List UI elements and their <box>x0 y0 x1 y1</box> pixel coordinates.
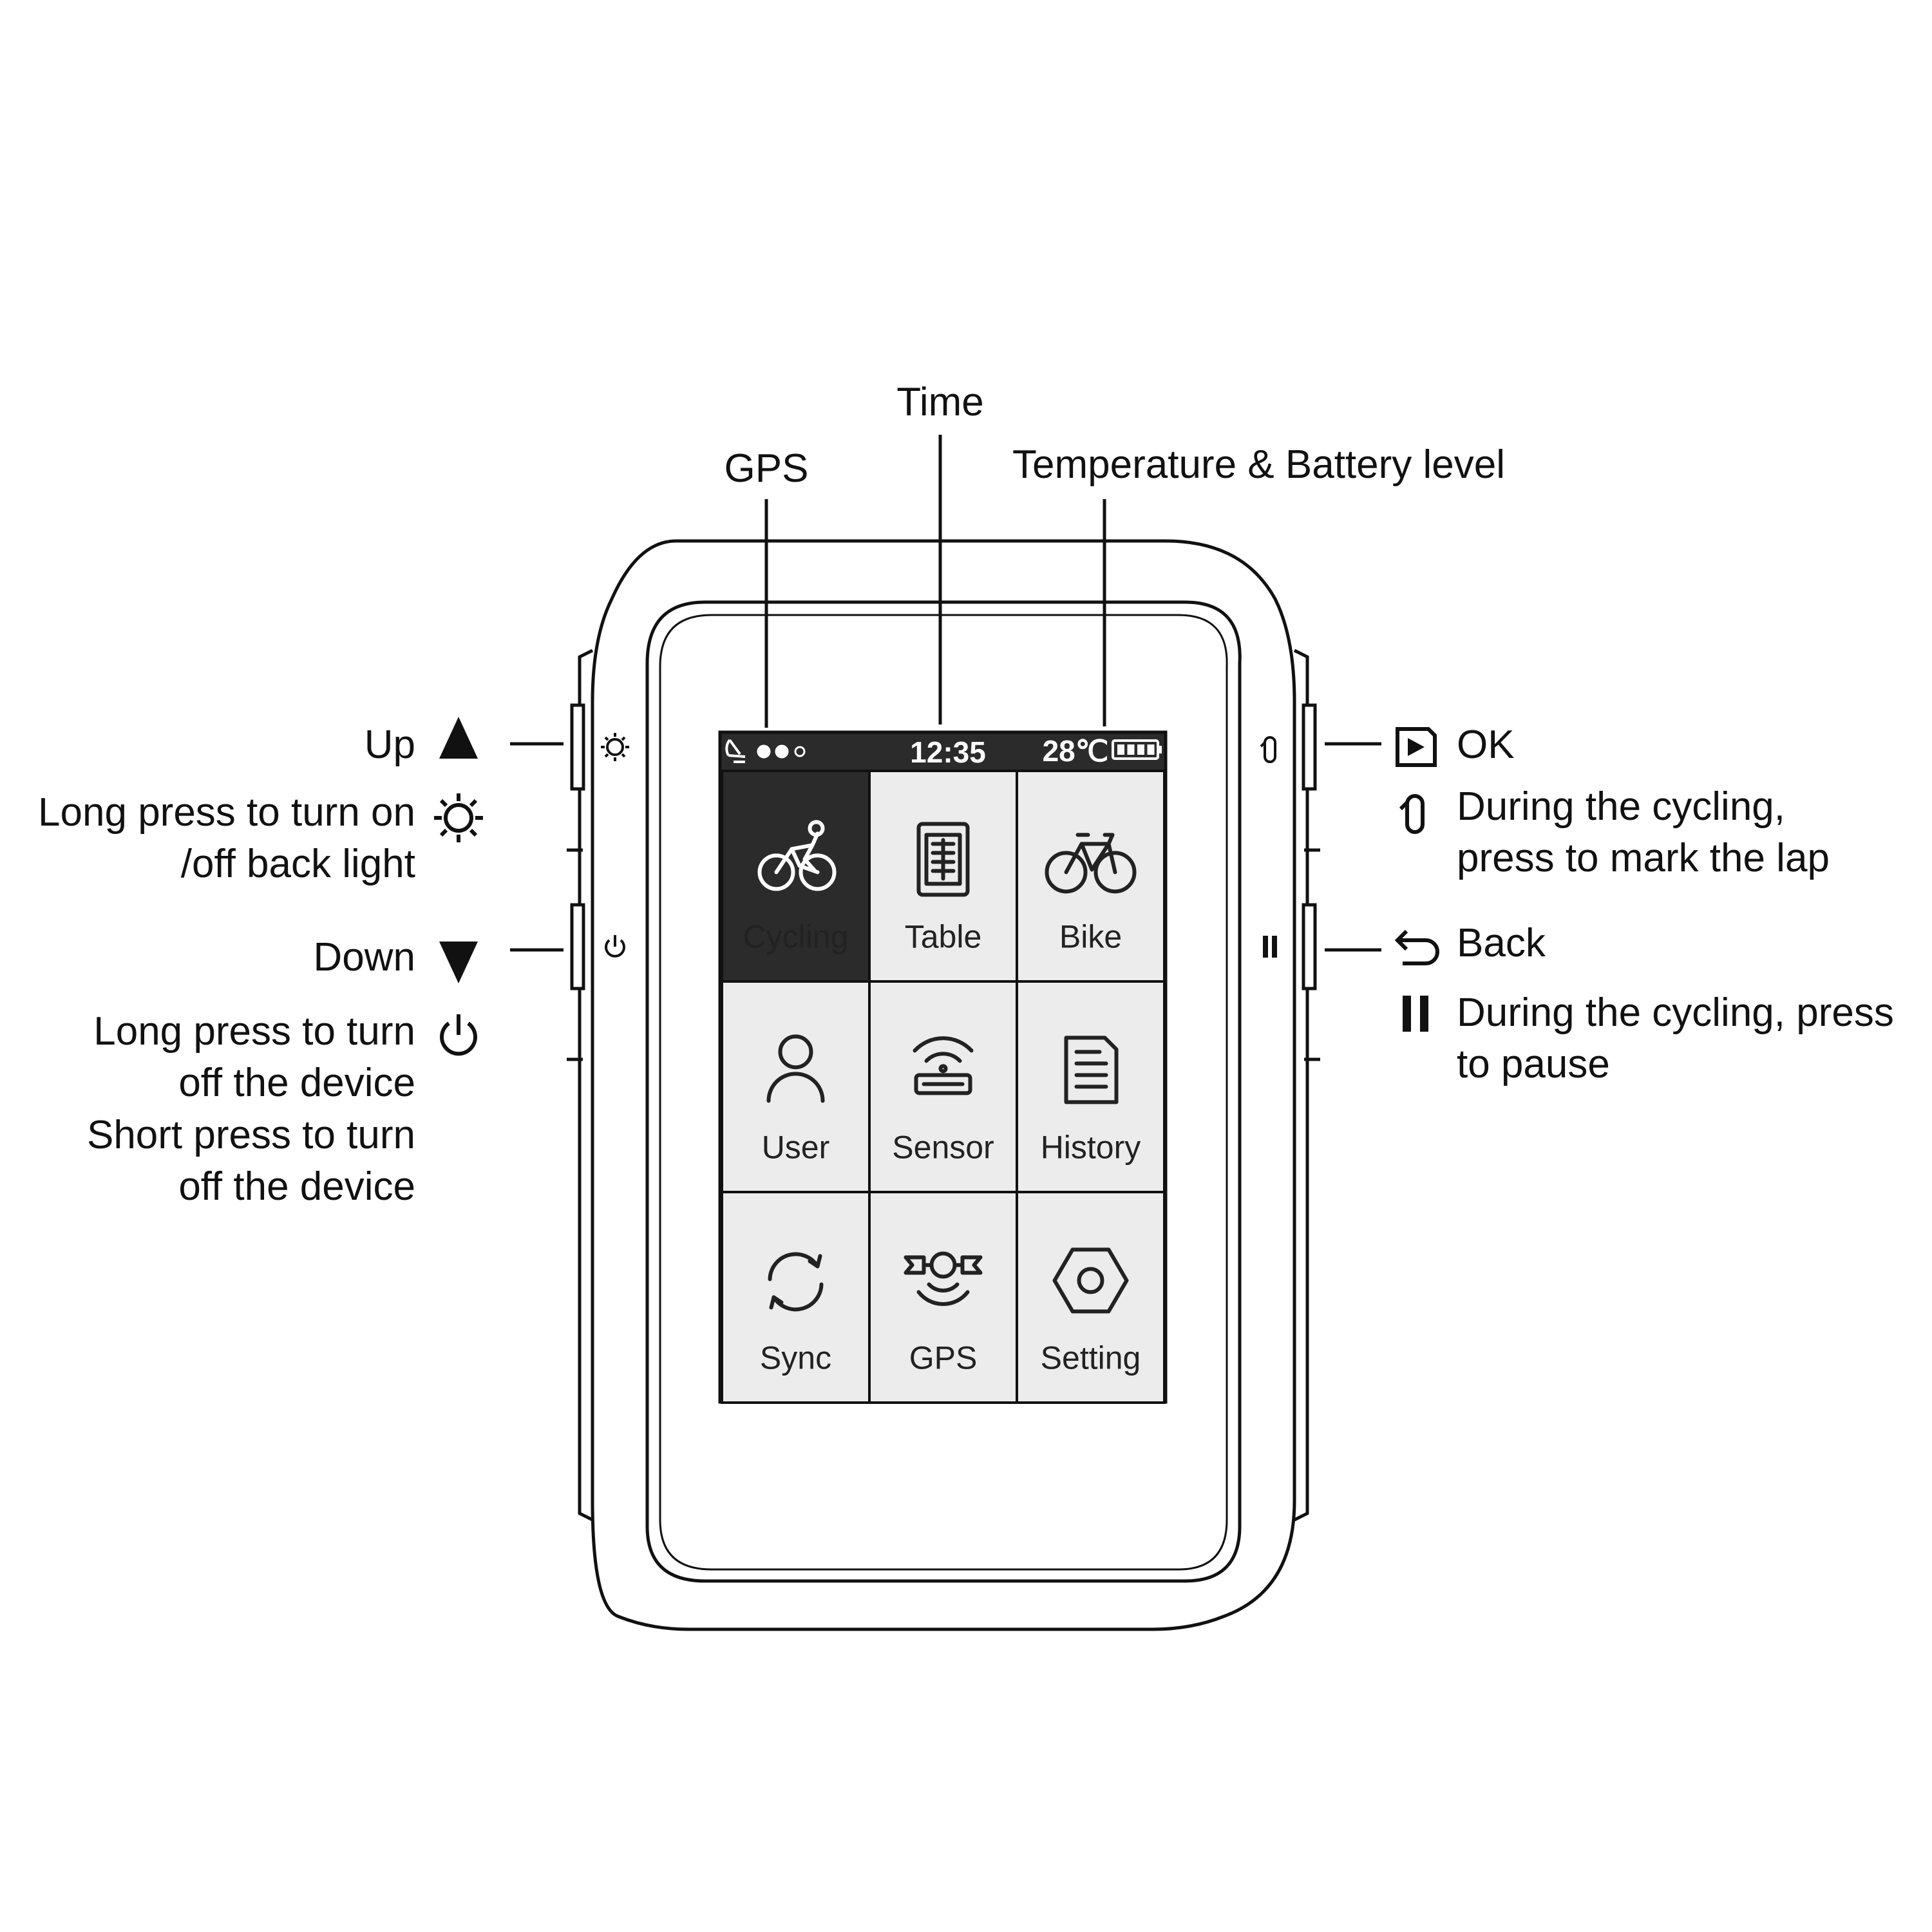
pause-icon <box>1263 936 1277 958</box>
up-arrow-icon <box>439 717 478 759</box>
status-time: 12:35 <box>910 735 986 769</box>
tile-label: History <box>1041 1130 1141 1166</box>
power-long-label-line1: Long press to turn <box>93 1009 415 1054</box>
sensor-icon <box>913 1036 974 1095</box>
backlight-label-line2: /off back light <box>180 842 415 886</box>
power-short-label-line2: off the device <box>178 1164 415 1209</box>
tile-label: Bike <box>1059 919 1122 955</box>
tile-cycling[interactable]: Cycling <box>721 770 871 983</box>
sync-icon <box>768 1252 824 1312</box>
bike-icon <box>1045 833 1137 894</box>
gear-icon <box>1052 1247 1129 1314</box>
power-long-label-line2: off the device <box>178 1061 415 1105</box>
tile-label: Setting <box>1041 1340 1141 1376</box>
gps-signal-dots <box>757 744 806 759</box>
pause-label-line2: to pause <box>1457 1042 1610 1086</box>
table-icon <box>916 822 970 897</box>
tile-history[interactable]: History <box>1016 980 1166 1193</box>
tile-label: User <box>762 1130 830 1166</box>
down-label: Down <box>313 935 415 980</box>
pause-legend-icon <box>1403 996 1428 1032</box>
time-callout-label: Time <box>896 380 984 424</box>
power-short-label-line1: Short press to turn <box>86 1113 415 1157</box>
tile-sensor[interactable]: Sensor <box>868 980 1018 1193</box>
sun-icon <box>601 733 629 761</box>
ok-button[interactable] <box>1302 703 1317 791</box>
user-icon <box>766 1034 825 1103</box>
back-button[interactable] <box>1302 903 1317 990</box>
back-label: Back <box>1457 921 1546 965</box>
battery-bar <box>1117 744 1124 755</box>
back-arrow-icon <box>1394 929 1439 965</box>
battery-bar <box>1137 744 1144 755</box>
status-bar <box>720 732 1166 771</box>
tile-bike[interactable]: Bike <box>1016 770 1166 983</box>
lap-label-line2: press to mark the lap <box>1457 836 1830 880</box>
pause-label-line1: During the cycling, press <box>1457 990 1894 1035</box>
tile-gps[interactable]: GPS <box>868 1191 1018 1404</box>
tile-sync[interactable]: Sync <box>721 1191 871 1404</box>
down-arrow-icon <box>439 942 478 983</box>
side-rails <box>567 649 1320 1522</box>
tile-label: Sync <box>760 1340 831 1376</box>
ok-label: OK <box>1457 723 1515 767</box>
temp-battery-callout-label: Temperature & Battery level <box>1012 442 1506 487</box>
gps-signal-dot <box>775 744 789 759</box>
power-icon <box>605 935 625 958</box>
lap-icon <box>1260 736 1276 763</box>
tile-label: Cycling <box>743 919 849 955</box>
power-legend-icon <box>440 1014 477 1056</box>
down-button[interactable] <box>570 903 585 990</box>
tile-label: GPS <box>909 1340 978 1376</box>
battery-icon <box>1112 739 1162 760</box>
lap-legend-icon <box>1399 794 1425 834</box>
up-label: Up <box>364 723 415 767</box>
lap-label-line1: During the cycling, <box>1457 784 1786 829</box>
status-temperature: 28℃ <box>1043 734 1109 768</box>
gps-callout-label: GPS <box>724 446 809 491</box>
backlight-sun-icon <box>434 793 483 842</box>
gps-signal-dot <box>794 746 806 757</box>
gps-status-icon <box>725 739 746 763</box>
history-icon <box>1064 1036 1119 1104</box>
tile-label: Sensor <box>892 1130 994 1166</box>
cyclist-icon <box>757 820 837 891</box>
leader-lines <box>510 435 1381 952</box>
gps-signal-dot <box>757 744 771 759</box>
ok-play-icon <box>1396 727 1437 767</box>
tile-label: Table <box>905 919 982 955</box>
tile-user[interactable]: User <box>721 980 871 1193</box>
satellite-icon <box>904 1251 983 1307</box>
backlight-label-line1: Long press to turn on <box>38 790 415 835</box>
device-body <box>591 539 1296 1631</box>
battery-bar <box>1127 744 1135 755</box>
up-button[interactable] <box>570 703 585 791</box>
tile-setting[interactable]: Setting <box>1016 1191 1166 1404</box>
tile-table[interactable]: Table <box>868 770 1018 983</box>
battery-bar <box>1147 744 1155 755</box>
